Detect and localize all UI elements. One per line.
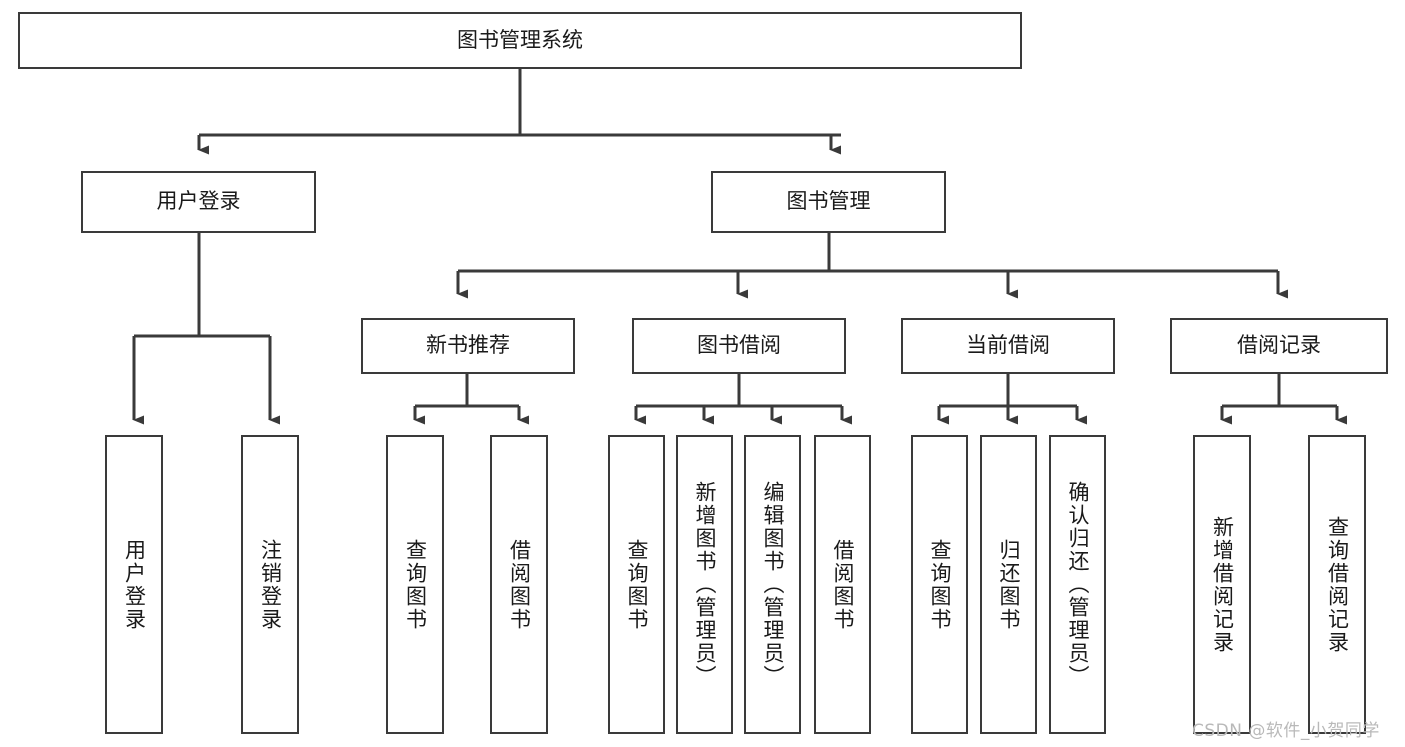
leaf-logout[interactable]: 注销登录 (241, 435, 299, 734)
node-label: 查询图书 (625, 538, 649, 631)
node-book-borrow[interactable]: 图书借阅 (632, 318, 846, 374)
node-label: 用户登录 (122, 538, 147, 631)
node-root-system[interactable]: 图书管理系统 (18, 12, 1022, 69)
node-label: 查询图书 (928, 538, 952, 631)
node-label: 编辑图书（管理员） (761, 481, 785, 688)
node-label: 借阅图书 (507, 538, 532, 631)
node-label: 图书借阅 (697, 333, 781, 358)
leaf-add-borrow-record[interactable]: 新增借阅记录 (1193, 435, 1251, 734)
node-borrow-record[interactable]: 借阅记录 (1170, 318, 1388, 374)
node-new-book-recommend[interactable]: 新书推荐 (361, 318, 575, 374)
leaf-borrow-book[interactable]: 借阅图书 (814, 435, 871, 734)
node-label: 确认归还（管理员） (1066, 481, 1090, 688)
node-label: 图书管理 (786, 189, 871, 214)
leaf-query-book-current[interactable]: 查询图书 (911, 435, 968, 734)
node-label: 注销登录 (258, 538, 283, 631)
leaf-query-book-recommend[interactable]: 查询图书 (386, 435, 444, 734)
node-label: 借阅记录 (1237, 333, 1321, 358)
node-label: 借阅图书 (831, 538, 855, 631)
leaf-add-book-admin[interactable]: 新增图书（管理员） (676, 435, 733, 734)
node-label: 查询借阅记录 (1325, 515, 1350, 654)
leaf-borrow-book-recommend[interactable]: 借阅图书 (490, 435, 548, 734)
node-label: 图书管理系统 (457, 27, 583, 52)
node-user-login[interactable]: 用户登录 (81, 171, 316, 233)
csdn-watermark: CSDN @软件_小贺同学 (1192, 721, 1380, 741)
node-current-borrow[interactable]: 当前借阅 (901, 318, 1115, 374)
node-label: 用户登录 (156, 189, 241, 214)
leaf-confirm-return-admin[interactable]: 确认归还（管理员） (1049, 435, 1106, 734)
node-label: 查询图书 (403, 538, 428, 631)
node-label: 新书推荐 (426, 333, 510, 358)
leaf-user-login[interactable]: 用户登录 (105, 435, 163, 734)
leaf-query-borrow-record[interactable]: 查询借阅记录 (1308, 435, 1366, 734)
node-label: 当前借阅 (966, 333, 1050, 358)
node-label: 新增图书（管理员） (693, 481, 717, 688)
leaf-return-book[interactable]: 归还图书 (980, 435, 1037, 734)
leaf-edit-book-admin[interactable]: 编辑图书（管理员） (744, 435, 801, 734)
node-book-manage[interactable]: 图书管理 (711, 171, 946, 233)
node-label: 新增借阅记录 (1210, 515, 1235, 654)
leaf-query-book-borrow[interactable]: 查询图书 (608, 435, 665, 734)
node-label: 归还图书 (997, 538, 1021, 631)
